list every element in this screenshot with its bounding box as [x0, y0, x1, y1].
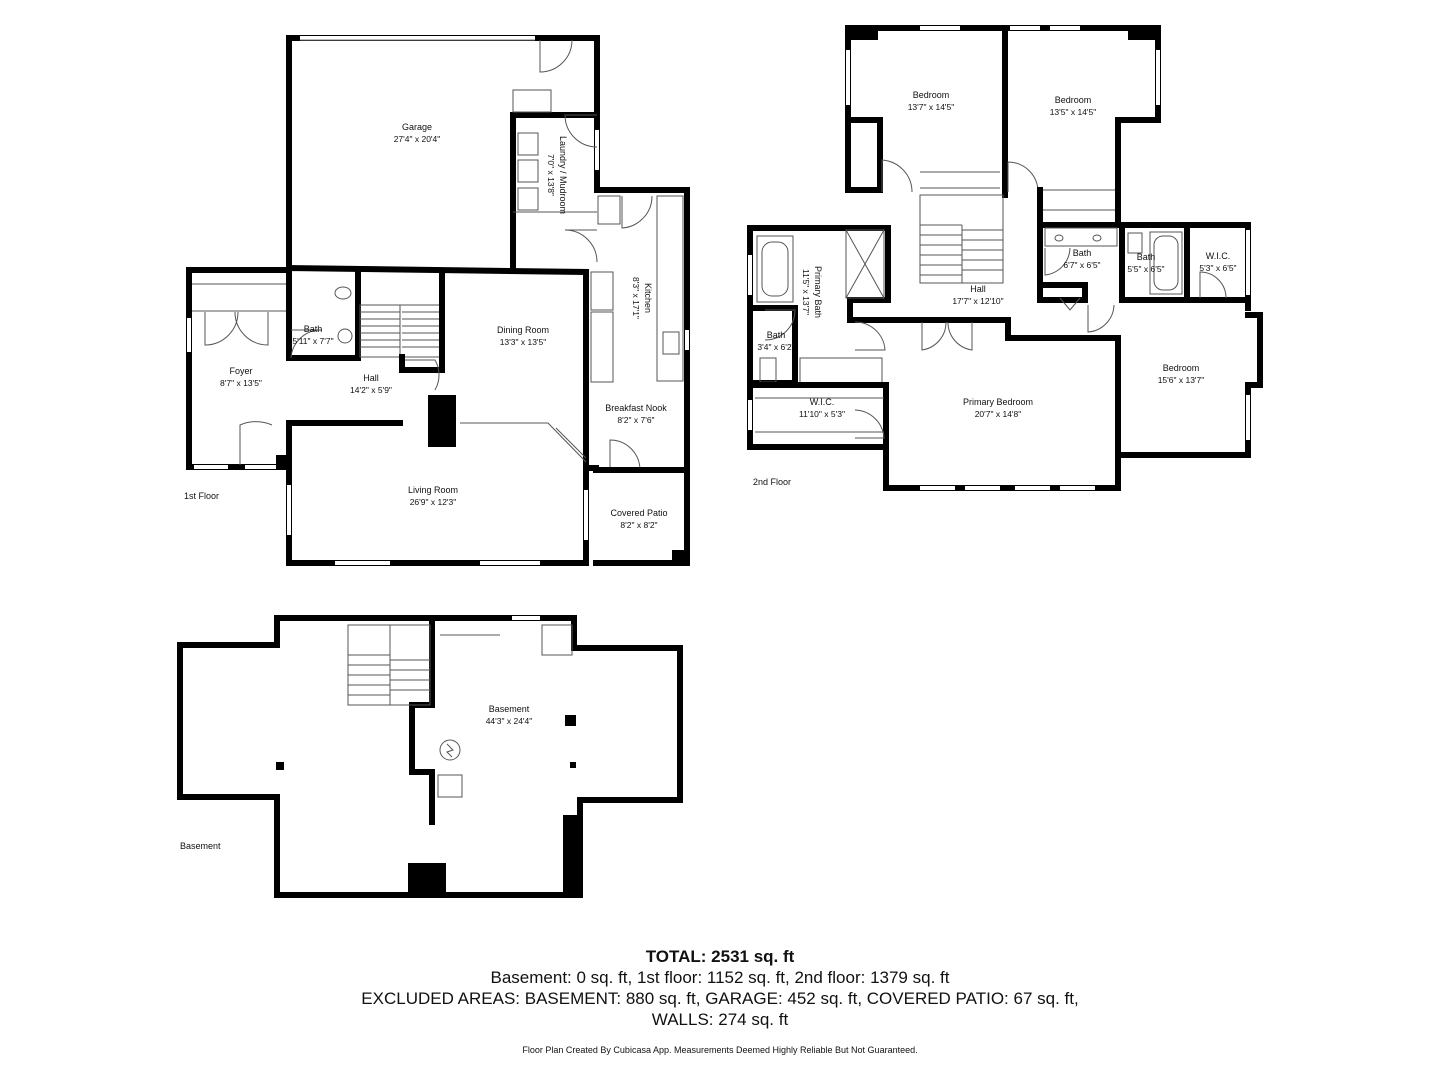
second-room-1-dimensions: 13'5" x 14'5" [1050, 107, 1097, 117]
second-room-5-name: Bath [1137, 252, 1156, 262]
second-floor-label: 2nd Floor [753, 477, 791, 487]
excluded-areas: EXCLUDED AREAS: BASEMENT: 880 sq. ft, GA… [361, 989, 1079, 1008]
second-room-10-name: Bedroom [1163, 363, 1200, 373]
second-room-7-dimensions: 3'4" x 6'2" [757, 342, 794, 352]
second-room-2-name: Primary Bath [813, 266, 823, 318]
total-area: TOTAL: 2531 sq. ft [645, 947, 795, 966]
first-room-2-dimensions: 8'3" x 17'1" [631, 277, 641, 319]
second-room-8-dimensions: 11'10" x 5'3" [799, 409, 845, 419]
first-room-2-name: Kitchen [643, 283, 653, 313]
second-room-7-name: Bath [767, 330, 786, 340]
second-room-4-dimensions: 6'7" x 6'5" [1063, 260, 1100, 270]
second-room-4-name: Bath [1073, 248, 1092, 258]
walls-area: WALLS: 274 sq. ft [651, 1010, 789, 1029]
second-room-9-dimensions: 20'7" x 14'8" [975, 409, 1022, 419]
first-room-8-dimensions: 26'9" x 12'3" [410, 497, 457, 507]
first-room-0-name: Garage [402, 122, 432, 132]
basement-plan [177, 615, 683, 898]
second-room-2-dimensions: 11'5" x 13'7" [801, 269, 811, 315]
first-room-6-name: Hall [363, 373, 379, 383]
second-room-6-name: W.I.C. [1206, 251, 1231, 261]
first-room-3-name: Bath [304, 324, 323, 334]
first-room-5-dimensions: 8'7" x 13'5" [220, 378, 262, 388]
basement-floor-label: Basement [180, 841, 221, 851]
first-room-3-dimensions: 5'11" x 7'7" [292, 336, 333, 346]
room-labels: Garage 27'4" x 20'4" Laundry / Mudroom7'0"… [180, 90, 1237, 851]
first-room-7-dimensions: 8'2" x 7'6" [617, 415, 654, 425]
second-room-6-dimensions: 5'3" x 6'5" [1199, 263, 1236, 273]
first-room-1-name: Laundry / Mudroom [558, 136, 568, 214]
first-room-9-name: Covered Patio [610, 508, 667, 518]
second-room-9-name: Primary Bedroom [963, 397, 1033, 407]
second-room-1-name: Bedroom [1055, 95, 1092, 105]
second-room-8-name: W.I.C. [810, 397, 835, 407]
basement-room-0-name: Basement [489, 704, 530, 714]
first-floor-label: 1st Floor [184, 491, 219, 501]
first-room-9-dimensions: 8'2" x 8'2" [620, 520, 657, 530]
second-room-3-name: Hall [970, 284, 986, 294]
first-room-1-dimensions: 7'0" x 13'8" [546, 154, 556, 196]
first-floor-plan [186, 35, 690, 566]
second-room-5-dimensions: 5'5" x 6'5" [1127, 264, 1164, 274]
second-floor-plan [747, 25, 1263, 491]
plan-credit: Floor Plan Created By Cubicasa App. Meas… [522, 1045, 918, 1055]
first-room-4-name: Dining Room [497, 325, 549, 335]
first-room-5-name: Foyer [229, 366, 252, 376]
first-room-0-dimensions: 27'4" x 20'4" [394, 134, 441, 144]
first-room-7-name: Breakfast Nook [605, 403, 667, 413]
basement-room-0-dimensions: 44'3" x 24'4" [486, 716, 533, 726]
second-room-10-dimensions: 15'6" x 13'7" [1158, 375, 1205, 385]
first-room-8-name: Living Room [408, 485, 458, 495]
floor-area-breakdown: Basement: 0 sq. ft, 1st floor: 1152 sq. … [490, 968, 950, 987]
second-room-0-name: Bedroom [913, 90, 950, 100]
first-room-4-dimensions: 13'3" x 13'5" [500, 337, 547, 347]
second-room-0-dimensions: 13'7" x 14'5" [908, 102, 955, 112]
first-room-6-dimensions: 14'2" x 5'9" [350, 385, 392, 395]
second-room-3-dimensions: 17'7" x 12'10" [952, 296, 1003, 306]
